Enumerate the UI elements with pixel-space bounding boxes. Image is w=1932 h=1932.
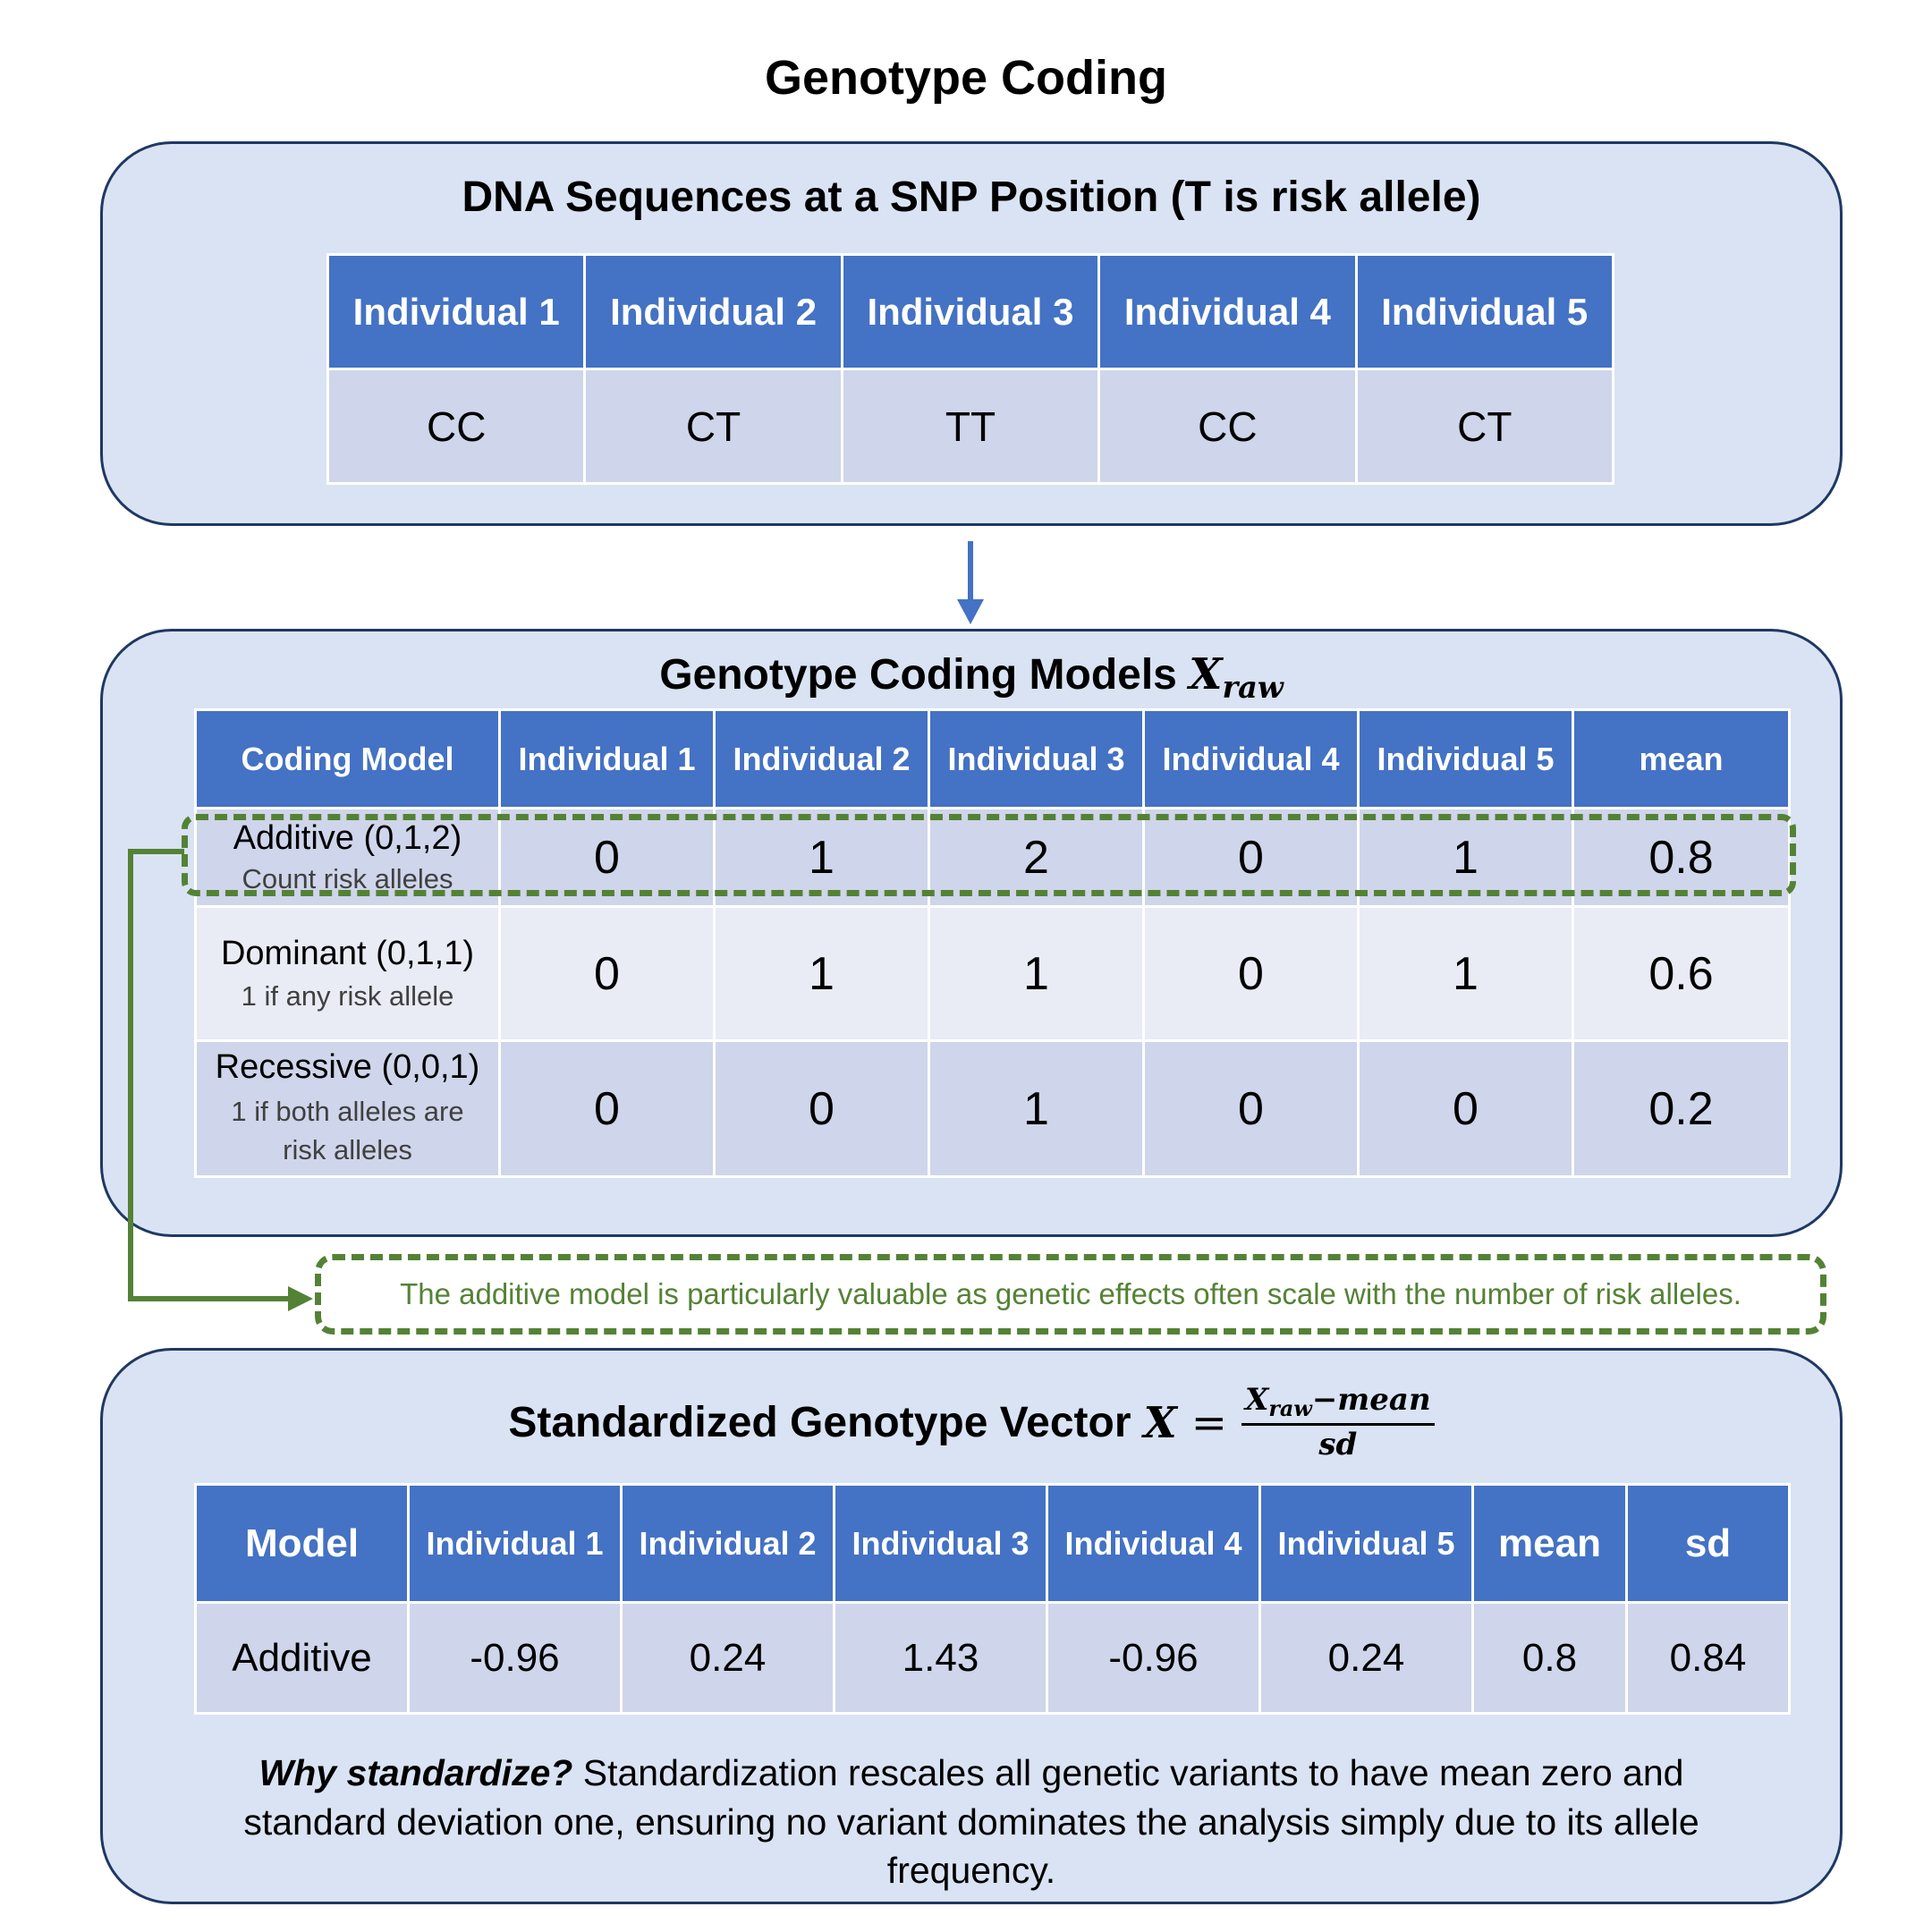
dna-panel-title: DNA Sequences at a SNP Position (T is ri… <box>462 174 1481 221</box>
additive-row-highlight <box>182 814 1796 896</box>
value-cell: 0 <box>498 1039 716 1178</box>
std-header-individual-4: Individual 4 <box>1046 1483 1261 1604</box>
std-model-cell: Additive <box>194 1601 410 1715</box>
x-raw-symbol: Xraw <box>1189 649 1284 706</box>
std-header-sd: sd <box>1625 1483 1791 1604</box>
models-header-individual-3: Individual 3 <box>928 708 1145 809</box>
dna-header-individual-4: Individual 4 <box>1097 253 1358 370</box>
std-value-cell: -0.96 <box>407 1601 623 1715</box>
standardization-note: Why standardize? Standardization rescale… <box>183 1749 1759 1895</box>
std-header-individual-1: Individual 1 <box>407 1483 623 1604</box>
std-header-individual-3: Individual 3 <box>833 1483 1048 1604</box>
model-label-dominant: Dominant (0,1,1) 1 if any risk allele <box>194 905 501 1042</box>
std-header-mean: mean <box>1471 1483 1628 1604</box>
note-bold-lead: Why standardize? <box>258 1752 573 1793</box>
standardization-formula: Xraw−mean sd <box>1241 1382 1435 1463</box>
std-mean-cell: 0.8 <box>1471 1601 1628 1715</box>
model-name: Additive (0,1,2) <box>233 819 462 857</box>
dna-header-individual-5: Individual 5 <box>1354 253 1615 370</box>
table-row-dominant: Dominant (0,1,1) 1 if any risk allele 0 … <box>194 905 1791 1042</box>
model-description: 1 if both alleles are risk alleles <box>231 1095 464 1165</box>
value-cell: 1 <box>928 905 1145 1042</box>
dna-header-individual-1: Individual 1 <box>326 253 587 370</box>
value-cell: 1 <box>1357 905 1574 1042</box>
std-value-cell: 0.24 <box>620 1601 835 1715</box>
model-description: Count risk alleles <box>242 863 453 894</box>
value-cell: 0 <box>1357 1039 1574 1178</box>
std-header-individual-2: Individual 2 <box>620 1483 835 1604</box>
connector-arrow-icon <box>128 849 313 1311</box>
page-title: Genotype Coding <box>765 51 1167 105</box>
dna-header-individual-2: Individual 2 <box>583 253 843 370</box>
dna-value-individual-5: CT <box>1354 368 1615 485</box>
models-header-individual-4: Individual 4 <box>1142 708 1360 809</box>
callout-text: The additive model is particularly valua… <box>400 1277 1741 1310</box>
dna-header-individual-3: Individual 3 <box>840 253 1101 370</box>
model-name: Recessive (0,0,1) <box>215 1047 480 1086</box>
model-label-recessive: Recessive (0,0,1) 1 if both alleles are … <box>194 1039 501 1178</box>
value-cell: 0 <box>1142 1039 1360 1178</box>
models-panel-title: Genotype Coding Models Xraw <box>103 649 1840 705</box>
models-header-individual-1: Individual 1 <box>498 708 716 809</box>
std-sd-cell: 0.84 <box>1625 1601 1791 1715</box>
dna-value-individual-2: CT <box>583 368 843 485</box>
equals-sign: = <box>1191 1397 1227 1448</box>
std-header-individual-5: Individual 5 <box>1258 1483 1474 1604</box>
dna-sequences-panel: DNA Sequences at a SNP Position (T is ri… <box>100 141 1843 526</box>
models-header-individual-2: Individual 2 <box>713 708 930 809</box>
dna-table: Individual 1 Individual 2 Individual 3 I… <box>326 253 1615 485</box>
mean-cell: 0.6 <box>1572 905 1791 1042</box>
note-text: Standardization rescales all genetic var… <box>243 1752 1699 1892</box>
value-cell: 1 <box>928 1039 1145 1178</box>
value-cell: 0 <box>1142 905 1360 1042</box>
std-value-cell: -0.96 <box>1046 1601 1261 1715</box>
models-header-individual-5: Individual 5 <box>1357 708 1574 809</box>
value-cell: 1 <box>713 905 930 1042</box>
model-name: Dominant (0,1,1) <box>220 935 474 972</box>
value-cell: 0 <box>498 905 716 1042</box>
standardized-table: Model Individual 1 Individual 2 Individu… <box>194 1483 1791 1715</box>
value-cell: 0 <box>713 1039 930 1178</box>
down-arrow-icon <box>957 541 984 624</box>
dna-value-individual-3: TT <box>840 368 1101 485</box>
table-row-recessive: Recessive (0,0,1) 1 if both alleles are … <box>194 1039 1791 1178</box>
models-title-text: Genotype Coding Models <box>659 651 1177 699</box>
x-symbol: X <box>1143 1397 1177 1448</box>
dna-value-individual-4: CC <box>1097 368 1358 485</box>
mean-cell: 0.2 <box>1572 1039 1791 1178</box>
standardized-panel-title: Standardized Genotype Vector X = Xraw−me… <box>103 1382 1840 1463</box>
std-value-cell: 0.24 <box>1258 1601 1474 1715</box>
models-header-mean: mean <box>1572 708 1791 809</box>
table-row-standardized-additive: Additive -0.96 0.24 1.43 -0.96 0.24 0.8 … <box>194 1601 1791 1715</box>
standardized-panel: Standardized Genotype Vector X = Xraw−me… <box>100 1348 1843 1904</box>
coding-models-table: Coding Model Individual 1 Individual 2 I… <box>194 708 1791 1178</box>
std-header-model: Model <box>194 1483 410 1604</box>
coding-models-panel: Genotype Coding Models Xraw Coding Model… <box>100 629 1843 1237</box>
dna-value-individual-1: CC <box>326 368 587 485</box>
standardized-title-text: Standardized Genotype Vector <box>508 1399 1131 1447</box>
models-header-coding-model: Coding Model <box>194 708 501 809</box>
std-value-cell: 1.43 <box>833 1601 1048 1715</box>
model-description: 1 if any risk allele <box>241 980 454 1012</box>
additive-model-callout: The additive model is particularly valua… <box>315 1254 1826 1335</box>
